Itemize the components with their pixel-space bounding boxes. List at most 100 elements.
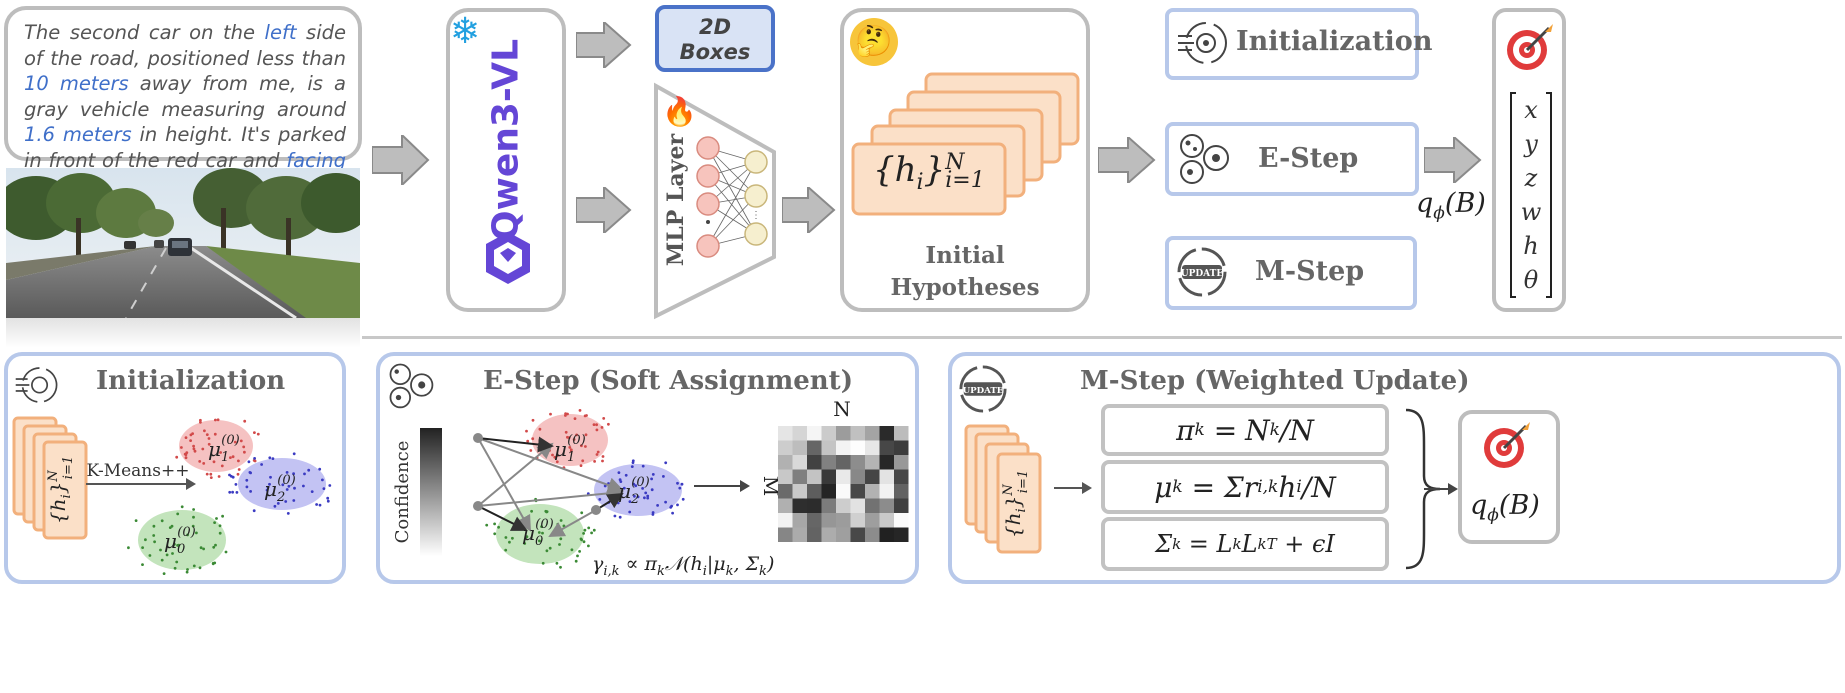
matrix-cell	[865, 498, 880, 513]
scatter-point	[152, 534, 156, 537]
svg-text:γi,k ∝ πk𝒩(hi|μk, Σk): γi,k ∝ πk𝒩(hi|μk, Σk)	[592, 553, 774, 579]
query-segment: The second car on the	[24, 21, 265, 44]
estep-title: E-Step (Soft Assignment)	[483, 366, 853, 396]
scatter-point	[213, 521, 217, 524]
scatter-point	[266, 485, 270, 489]
scatter-point	[596, 450, 600, 454]
query-highlight: 1.6 meters	[24, 123, 132, 146]
qwen-logo-icon	[486, 232, 530, 284]
scatter-point	[162, 572, 166, 575]
scatter-point	[678, 486, 682, 490]
matrix-cell	[879, 498, 894, 513]
scatter-point	[579, 464, 583, 467]
scatter-point	[628, 510, 632, 514]
matrix-cell	[807, 498, 822, 513]
scatter-point	[193, 449, 197, 453]
scatter-point	[189, 439, 193, 442]
scatter-point	[229, 456, 232, 459]
matrix-cell	[836, 484, 851, 499]
scatter-point	[328, 484, 332, 487]
matrix-cell	[778, 498, 793, 513]
scatter-point	[315, 503, 318, 506]
arrow-qwen-to-mlp	[576, 187, 632, 233]
matrix-cell	[778, 469, 793, 484]
update-icon: UPDATE	[959, 365, 1007, 413]
thinking-face-icon: 🤔	[850, 18, 898, 66]
scatter-point	[517, 520, 520, 524]
scatter-point	[175, 560, 179, 564]
estep-diagram: Confidence μ1(0) μ2(0) μ0(0) M N γi,k ∝ …	[392, 400, 909, 579]
matrix-cell	[778, 440, 793, 455]
scatter-point	[576, 554, 579, 558]
scatter-point	[531, 437, 535, 441]
scatter-point	[650, 488, 654, 492]
scatter-point	[504, 548, 508, 552]
scatter-point	[676, 481, 679, 485]
scatter-point	[252, 509, 256, 513]
scatter-point	[643, 496, 646, 500]
scatter-point	[221, 514, 225, 518]
svg-text:N: N	[833, 400, 851, 421]
matrix-cell	[865, 440, 880, 455]
svg-text:Confidence: Confidence	[392, 441, 413, 544]
scatter-point	[285, 488, 289, 491]
matrix-cell	[865, 455, 880, 470]
scatter-point	[192, 508, 196, 511]
scatter-point	[233, 440, 237, 444]
matrix-cell	[865, 527, 880, 542]
scatter-point	[531, 418, 535, 422]
scatter-point	[624, 473, 628, 477]
scatter-point	[173, 542, 176, 546]
scatter-point	[631, 459, 635, 463]
init-diagram: {hi}Ni=1 K-Means++ μ1(0) μ2(0) μ0(0)	[12, 416, 332, 575]
scatter-point	[567, 436, 571, 439]
gear-cycle-icon	[15, 367, 58, 403]
scatter-point	[497, 525, 500, 529]
scatter-point	[617, 471, 621, 474]
scatter-point	[559, 519, 563, 522]
matrix-cell	[894, 513, 909, 528]
matrix-cell	[792, 498, 807, 513]
svg-text:UPDATE: UPDATE	[963, 386, 1004, 396]
scatter-point	[632, 482, 636, 486]
scatter-point	[634, 484, 638, 488]
matrix-cell	[778, 484, 793, 499]
scatter-point	[205, 472, 209, 476]
scatter-point	[185, 451, 189, 454]
scatter-point	[541, 531, 544, 535]
scatter-point	[285, 471, 289, 474]
scatter-point	[575, 433, 578, 437]
arrow-query-to-model	[372, 135, 430, 185]
scatter-point	[322, 487, 326, 490]
scatter-point	[198, 566, 202, 570]
scatter-point	[529, 449, 533, 452]
scatter-point	[556, 522, 560, 526]
matrix-cell	[865, 484, 880, 499]
scatter-point	[199, 418, 202, 422]
init-title: Initialization	[96, 366, 286, 396]
scatter-point	[292, 452, 296, 456]
scatter-point	[545, 510, 548, 514]
matrix-cell	[807, 513, 822, 528]
scatter-point	[587, 526, 591, 530]
scatter-point	[141, 546, 145, 549]
scatter-point	[641, 487, 644, 490]
matrix-cell	[778, 513, 793, 528]
scatter-point	[216, 418, 220, 422]
mstep-hypothesis-stack: {hi}Ni=1	[964, 424, 1092, 554]
matrix-cell	[807, 469, 822, 484]
scatter-point	[160, 519, 164, 523]
vector-entry: z	[1524, 164, 1538, 192]
scatter-point	[595, 453, 599, 456]
scatter-point	[641, 464, 645, 468]
scatter-point	[578, 550, 581, 553]
scatter-point	[559, 565, 562, 569]
scatter-point	[603, 484, 607, 488]
snowflake-icon: ❄	[450, 11, 481, 52]
scatter-point	[219, 451, 223, 454]
mstep-title: M-Step (Weighted Update)	[1080, 366, 1470, 396]
scatter-point	[310, 490, 314, 493]
